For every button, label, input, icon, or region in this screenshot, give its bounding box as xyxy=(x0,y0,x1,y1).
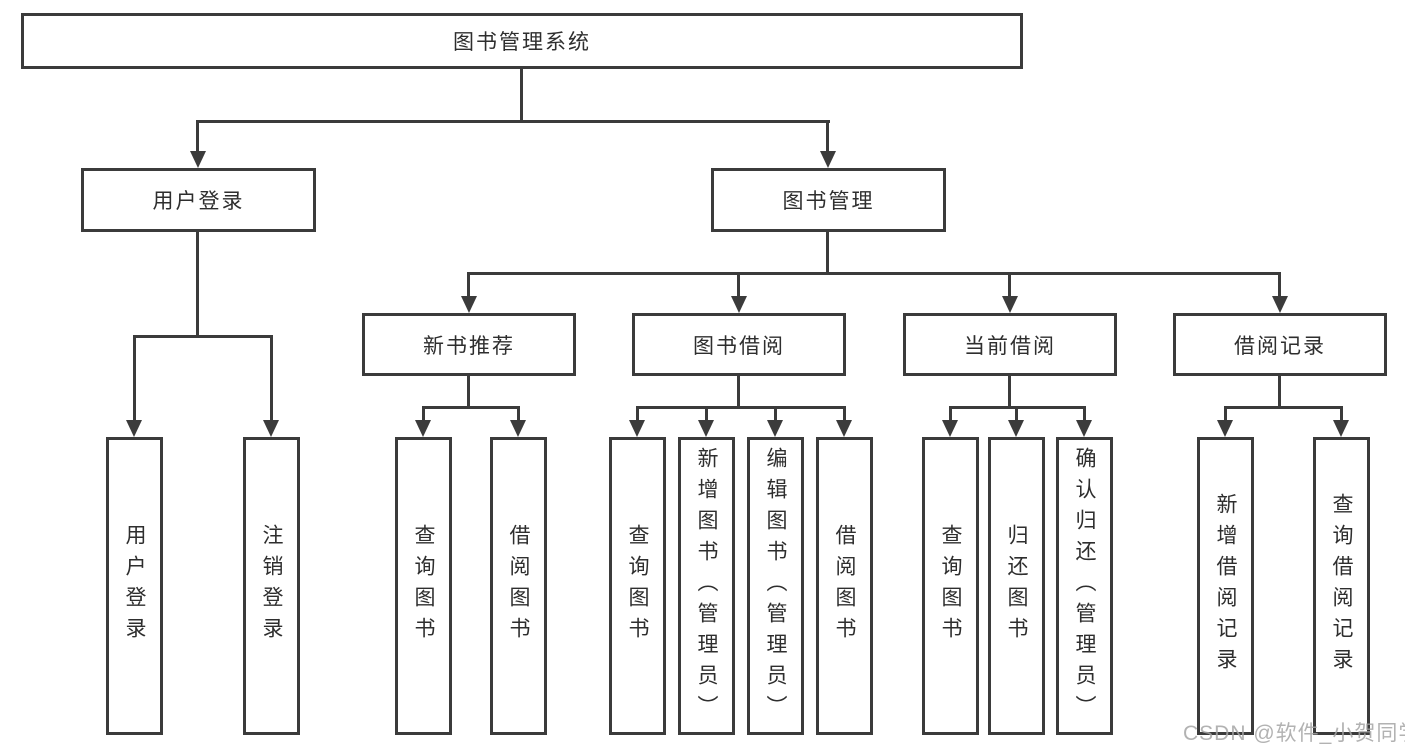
node-query-borrow-record-label: 查询借阅记录 xyxy=(1330,493,1353,679)
node-return-book-label: 归还图书 xyxy=(1005,524,1028,648)
connector-to-confirm-return xyxy=(1083,406,1086,422)
connector-to-book-borrow xyxy=(737,272,740,298)
node-login: 用户登录 xyxy=(106,437,163,735)
arrowhead-user-login xyxy=(190,151,206,168)
node-add-borrow-record-label: 新增借阅记录 xyxy=(1214,493,1237,679)
node-borrow-books-recommend: 借阅图书 xyxy=(490,437,547,735)
connector-group-b-crossbar xyxy=(422,406,520,409)
arrowhead-edit-book xyxy=(767,420,783,437)
connector-user-login-crossbar xyxy=(133,335,273,338)
arrowhead-add-book xyxy=(698,420,714,437)
arrowhead-current-borrow xyxy=(1002,296,1018,313)
arrowhead-query-borrow-record xyxy=(1333,420,1349,437)
connector-borrow-records-stem xyxy=(1278,376,1281,406)
connector-to-logout xyxy=(270,335,273,422)
arrowhead-query-books-c xyxy=(629,420,645,437)
connector-root-crossbar xyxy=(196,120,830,123)
arrowhead-query-books-d xyxy=(942,420,958,437)
connector-to-user-login xyxy=(196,120,199,154)
arrowhead-logout xyxy=(263,420,279,437)
connector-book-management-stem xyxy=(826,232,829,272)
node-add-book-admin: 新增图书（管理员） xyxy=(678,437,735,735)
node-login-label: 用户登录 xyxy=(123,524,146,648)
connector-to-borrow-records xyxy=(1278,272,1281,298)
node-edit-book-admin: 编辑图书（管理员） xyxy=(747,437,804,735)
node-book-management: 图书管理 xyxy=(711,168,946,232)
arrowhead-login xyxy=(126,420,142,437)
connector-to-return-book xyxy=(1015,406,1018,422)
arrowhead-query-books-b xyxy=(415,420,431,437)
arrowhead-return-book xyxy=(1008,420,1024,437)
node-confirm-return-admin: 确认归还（管理员） xyxy=(1056,437,1113,735)
arrowhead-new-book-recommend xyxy=(461,296,477,313)
connector-to-book-management xyxy=(826,120,829,154)
node-add-borrow-record: 新增借阅记录 xyxy=(1197,437,1254,735)
connector-to-edit-book xyxy=(774,406,777,422)
node-borrow-records: 借阅记录 xyxy=(1173,313,1387,376)
connector-to-borrow-books-c xyxy=(843,406,846,422)
connector-to-query-books-c xyxy=(636,406,639,422)
node-query-borrow-record: 查询借阅记录 xyxy=(1313,437,1370,735)
connector-to-borrow-books-b xyxy=(517,406,520,422)
connector-new-book-recommend-stem xyxy=(467,376,470,406)
node-query-books-current-label: 查询图书 xyxy=(939,524,962,648)
node-query-books-borrow: 查询图书 xyxy=(609,437,666,735)
connector-to-add-borrow-record xyxy=(1224,406,1227,422)
connector-to-current-borrow xyxy=(1008,272,1011,298)
node-borrow-books-recommend-label: 借阅图书 xyxy=(507,524,530,648)
arrowhead-book-management xyxy=(820,151,836,168)
node-library-management-system: 图书管理系统 xyxy=(21,13,1023,69)
node-user-login: 用户登录 xyxy=(81,168,316,232)
connector-level3-crossbar xyxy=(467,272,1281,275)
connector-to-add-book xyxy=(705,406,708,422)
node-confirm-return-admin-label: 确认归还（管理员） xyxy=(1073,446,1096,726)
connector-root-stem xyxy=(520,69,523,120)
connector-current-borrow-stem xyxy=(1008,376,1011,406)
connector-user-login-stem xyxy=(196,232,199,335)
node-return-book: 归还图书 xyxy=(988,437,1045,735)
connector-to-query-books-d xyxy=(949,406,952,422)
connector-to-query-books-b xyxy=(422,406,425,422)
node-query-books-recommend: 查询图书 xyxy=(395,437,452,735)
node-query-books-current: 查询图书 xyxy=(922,437,979,735)
connector-book-borrow-stem xyxy=(737,376,740,406)
connector-group-c-crossbar xyxy=(636,406,846,409)
node-logout-label: 注销登录 xyxy=(260,524,283,648)
node-query-books-borrow-label: 查询图书 xyxy=(626,524,649,648)
node-query-books-recommend-label: 查询图书 xyxy=(412,524,435,648)
connector-to-new-book-recommend xyxy=(467,272,470,298)
node-edit-book-admin-label: 编辑图书（管理员） xyxy=(764,446,787,726)
node-add-book-admin-label: 新增图书（管理员） xyxy=(695,446,718,726)
arrowhead-borrow-books-b xyxy=(510,420,526,437)
arrowhead-add-borrow-record xyxy=(1217,420,1233,437)
arrowhead-confirm-return xyxy=(1076,420,1092,437)
node-borrow-books-label: 借阅图书 xyxy=(833,524,856,648)
connector-to-login xyxy=(133,335,136,422)
node-current-borrow: 当前借阅 xyxy=(903,313,1117,376)
node-new-book-recommend: 新书推荐 xyxy=(362,313,576,376)
node-borrow-books: 借阅图书 xyxy=(816,437,873,735)
node-logout: 注销登录 xyxy=(243,437,300,735)
csdn-watermark: CSDN @软件_小贺同学 xyxy=(1183,722,1405,745)
connector-to-query-borrow-record xyxy=(1340,406,1343,422)
arrowhead-borrow-records xyxy=(1272,296,1288,313)
arrowhead-borrow-books-c xyxy=(836,420,852,437)
node-book-borrow: 图书借阅 xyxy=(632,313,846,376)
connector-group-e-crossbar xyxy=(1224,406,1343,409)
arrowhead-book-borrow xyxy=(731,296,747,313)
